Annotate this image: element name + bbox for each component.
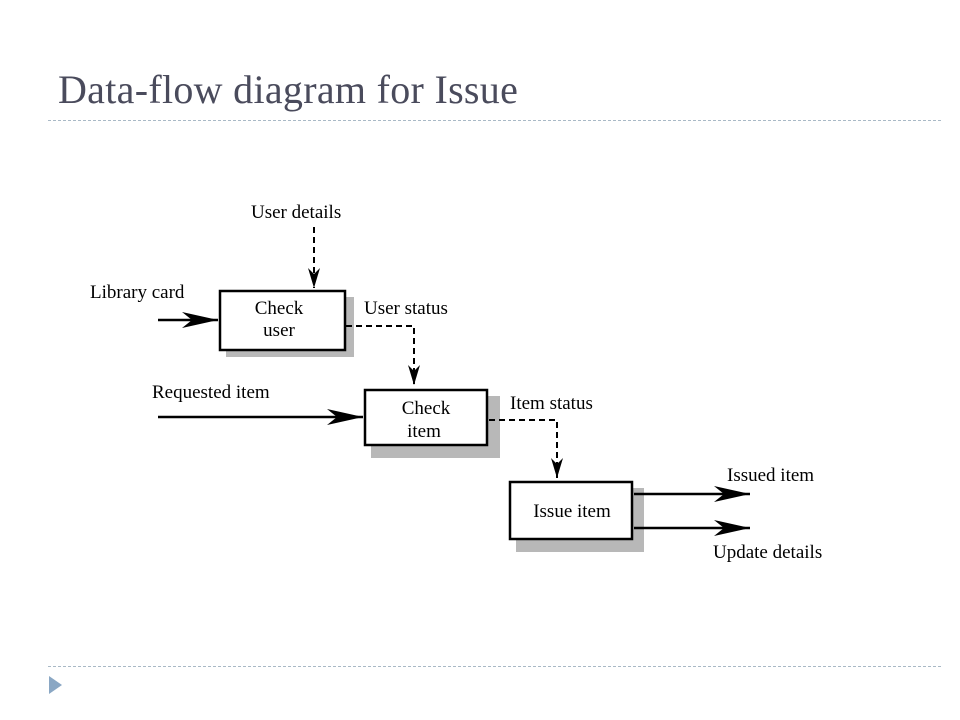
flow-label: Library card [90,282,185,303]
process-label-line2: item [407,421,441,442]
flow-label: Update details [713,542,822,563]
flow-user-details: User details [251,202,341,288]
process-box [218,289,347,352]
process-label-line1: Check [255,298,304,319]
flow-user-status: User status [346,298,448,385]
process-check-item: Check item [363,388,500,458]
title-divider [48,120,941,121]
flow-update-details: Update details [634,520,822,563]
process-issue-item: Issue item [508,480,644,552]
flow-label: Requested item [152,382,270,403]
slide-title: Data-flow diagram for Issue [58,67,519,112]
flow-library-card: Library card [90,282,218,328]
process-label-line1: Issue item [533,501,611,522]
flow-item-status: Item status [489,393,593,478]
flow-requested-item: Requested item [152,382,363,425]
process-box [508,480,634,541]
flow-issued-item: Issued item [634,465,814,502]
dashed-arrow [489,419,563,478]
process-check-user: Check user [218,289,354,357]
flow-label: Issued item [727,465,814,486]
dashed-arrow [346,325,420,385]
flow-label: Item status [510,393,593,414]
process-box [363,388,489,447]
footer-divider [48,666,941,667]
flow-label: User status [364,298,448,319]
process-label-line1: Check [402,398,451,419]
triangle-bullet-icon [49,676,62,694]
process-label-line2: user [263,320,295,341]
flow-label: User details [251,202,341,223]
